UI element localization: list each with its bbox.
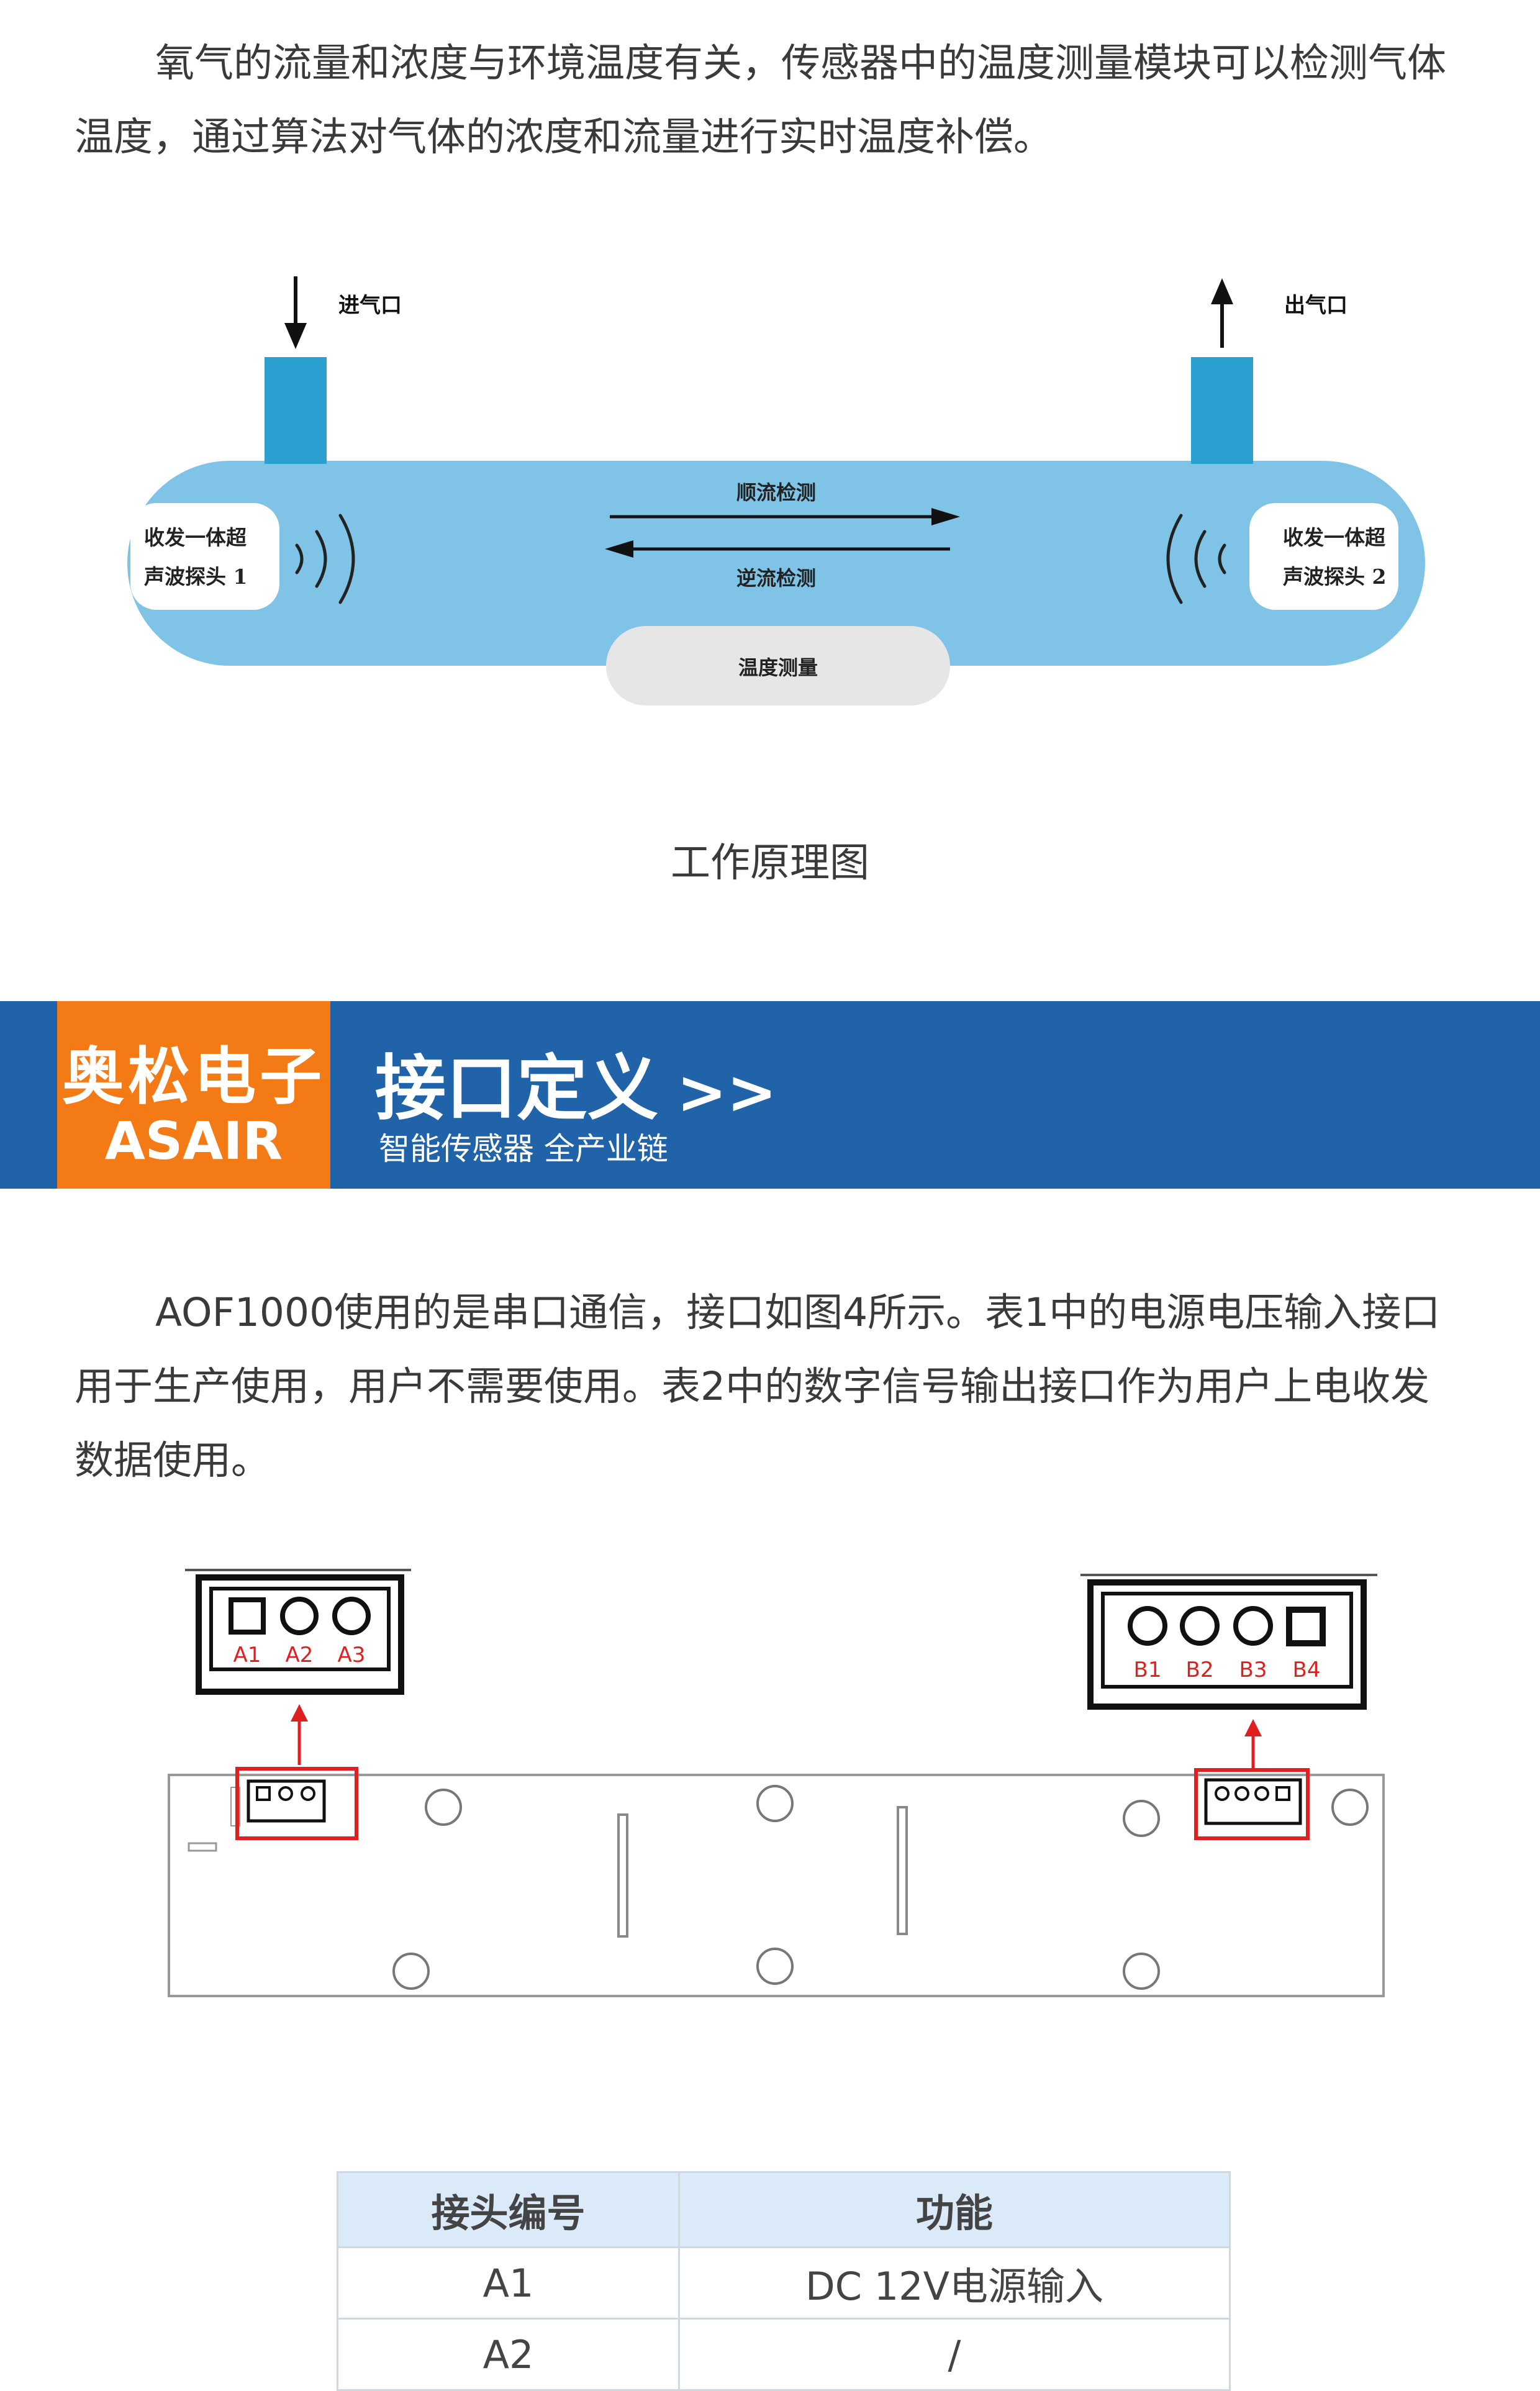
connector-b-highlight	[1194, 1768, 1310, 1840]
gas-pipe	[127, 461, 1425, 666]
interface-table: 接头编号 功能 A1 DC 12V电源输入 A2 /	[337, 2171, 1231, 2391]
ultrasonic-wave-right-icon	[295, 514, 355, 604]
inlet-arrow-icon	[284, 276, 307, 349]
section-subtitle: 智能传感器 全产业链	[379, 1131, 668, 1167]
downstream-label: 顺流检测	[736, 481, 816, 504]
probe-1-box	[130, 503, 279, 610]
inlet-port	[265, 357, 327, 464]
table-header-function: 功能	[678, 2171, 1231, 2248]
double-chevron-icon: >>	[677, 1058, 777, 1127]
callout-arrow-a-icon	[291, 1704, 308, 1765]
brand-name-cn: 奥松电子	[62, 1040, 325, 1113]
pin-a1-label: A1	[233, 1643, 261, 1667]
temperature-measurement-box	[606, 626, 950, 706]
probe-1-label-line2: 声波探头 1	[144, 565, 247, 589]
table-header-connector: 接头编号	[337, 2171, 680, 2248]
table-cell: A1	[337, 2246, 680, 2320]
outlet-label: 出气口	[1284, 293, 1348, 318]
pin-b1-label: B1	[1134, 1658, 1162, 1682]
temperature-measurement-label: 温度测量	[738, 656, 818, 679]
brand-block: 奥松电子 ASAIR	[57, 1001, 330, 1189]
upstream-label: 逆流检测	[736, 566, 816, 590]
table-cell: /	[678, 2318, 1231, 2391]
probe-2-box	[1249, 503, 1398, 610]
mounting-holes	[392, 1785, 1369, 1990]
section-banner: 奥松电子 ASAIR 接口定义 >> 智能传感器 全产业链	[0, 1001, 1540, 1189]
probe-2-label-line1: 收发一体超	[1283, 525, 1386, 550]
probe-2-label-line2: 声波探头 2	[1283, 565, 1386, 589]
connector-b-enlarged: B1 B2 B3 B4	[1080, 1574, 1377, 1710]
table-row: A2 /	[337, 2318, 1231, 2391]
ultrasonic-wave-left-icon	[1166, 514, 1226, 604]
interface-board-diagram: A1 A2 A3 B1 B2 B3 B4	[168, 1569, 1385, 1997]
table-row: A1 DC 12V电源输入	[337, 2246, 1231, 2320]
diagram-caption: 工作原理图	[671, 840, 869, 886]
brand-name-en: ASAIR	[104, 1110, 283, 1171]
working-principle-diagram: 进气口 出气口 收发一体超 声波探头 1 收发一体超 声波探头 2 顺流检测 逆…	[127, 276, 1425, 706]
section-title-text: 接口定义	[375, 1047, 659, 1130]
inlet-label: 进气口	[338, 293, 402, 318]
connector-a-highlight	[235, 1767, 358, 1840]
table-cell: DC 12V电源输入	[678, 2246, 1231, 2320]
pin-a3-label: A3	[338, 1643, 366, 1667]
pin-b3-label: B3	[1239, 1658, 1267, 1682]
interface-paragraph: AOF1000使用的是串口通信，接口如图4所示。表1中的电源电压输入接口用于生产…	[75, 1290, 1441, 1483]
table-cell: A2	[337, 2318, 680, 2391]
upstream-arrow-icon	[605, 540, 950, 558]
pin-b4-label: B4	[1293, 1658, 1321, 1682]
pin-a2-label: A2	[286, 1643, 314, 1667]
probe-1-label-line1: 收发一体超	[144, 525, 247, 550]
outlet-arrow-icon	[1211, 278, 1233, 348]
pin-b2-label: B2	[1186, 1658, 1214, 1682]
downstream-arrow-icon	[610, 508, 960, 525]
outlet-port	[1191, 357, 1253, 464]
section-title: 接口定义 >>	[375, 1031, 777, 1133]
callout-arrow-b-icon	[1244, 1719, 1262, 1770]
temperature-paragraph: 氧气的流量和浓度与环境温度有关，传感器中的温度测量模块可以检测气体温度，通过算法…	[75, 40, 1446, 160]
connector-a-enlarged: A1 A2 A3	[185, 1569, 411, 1695]
